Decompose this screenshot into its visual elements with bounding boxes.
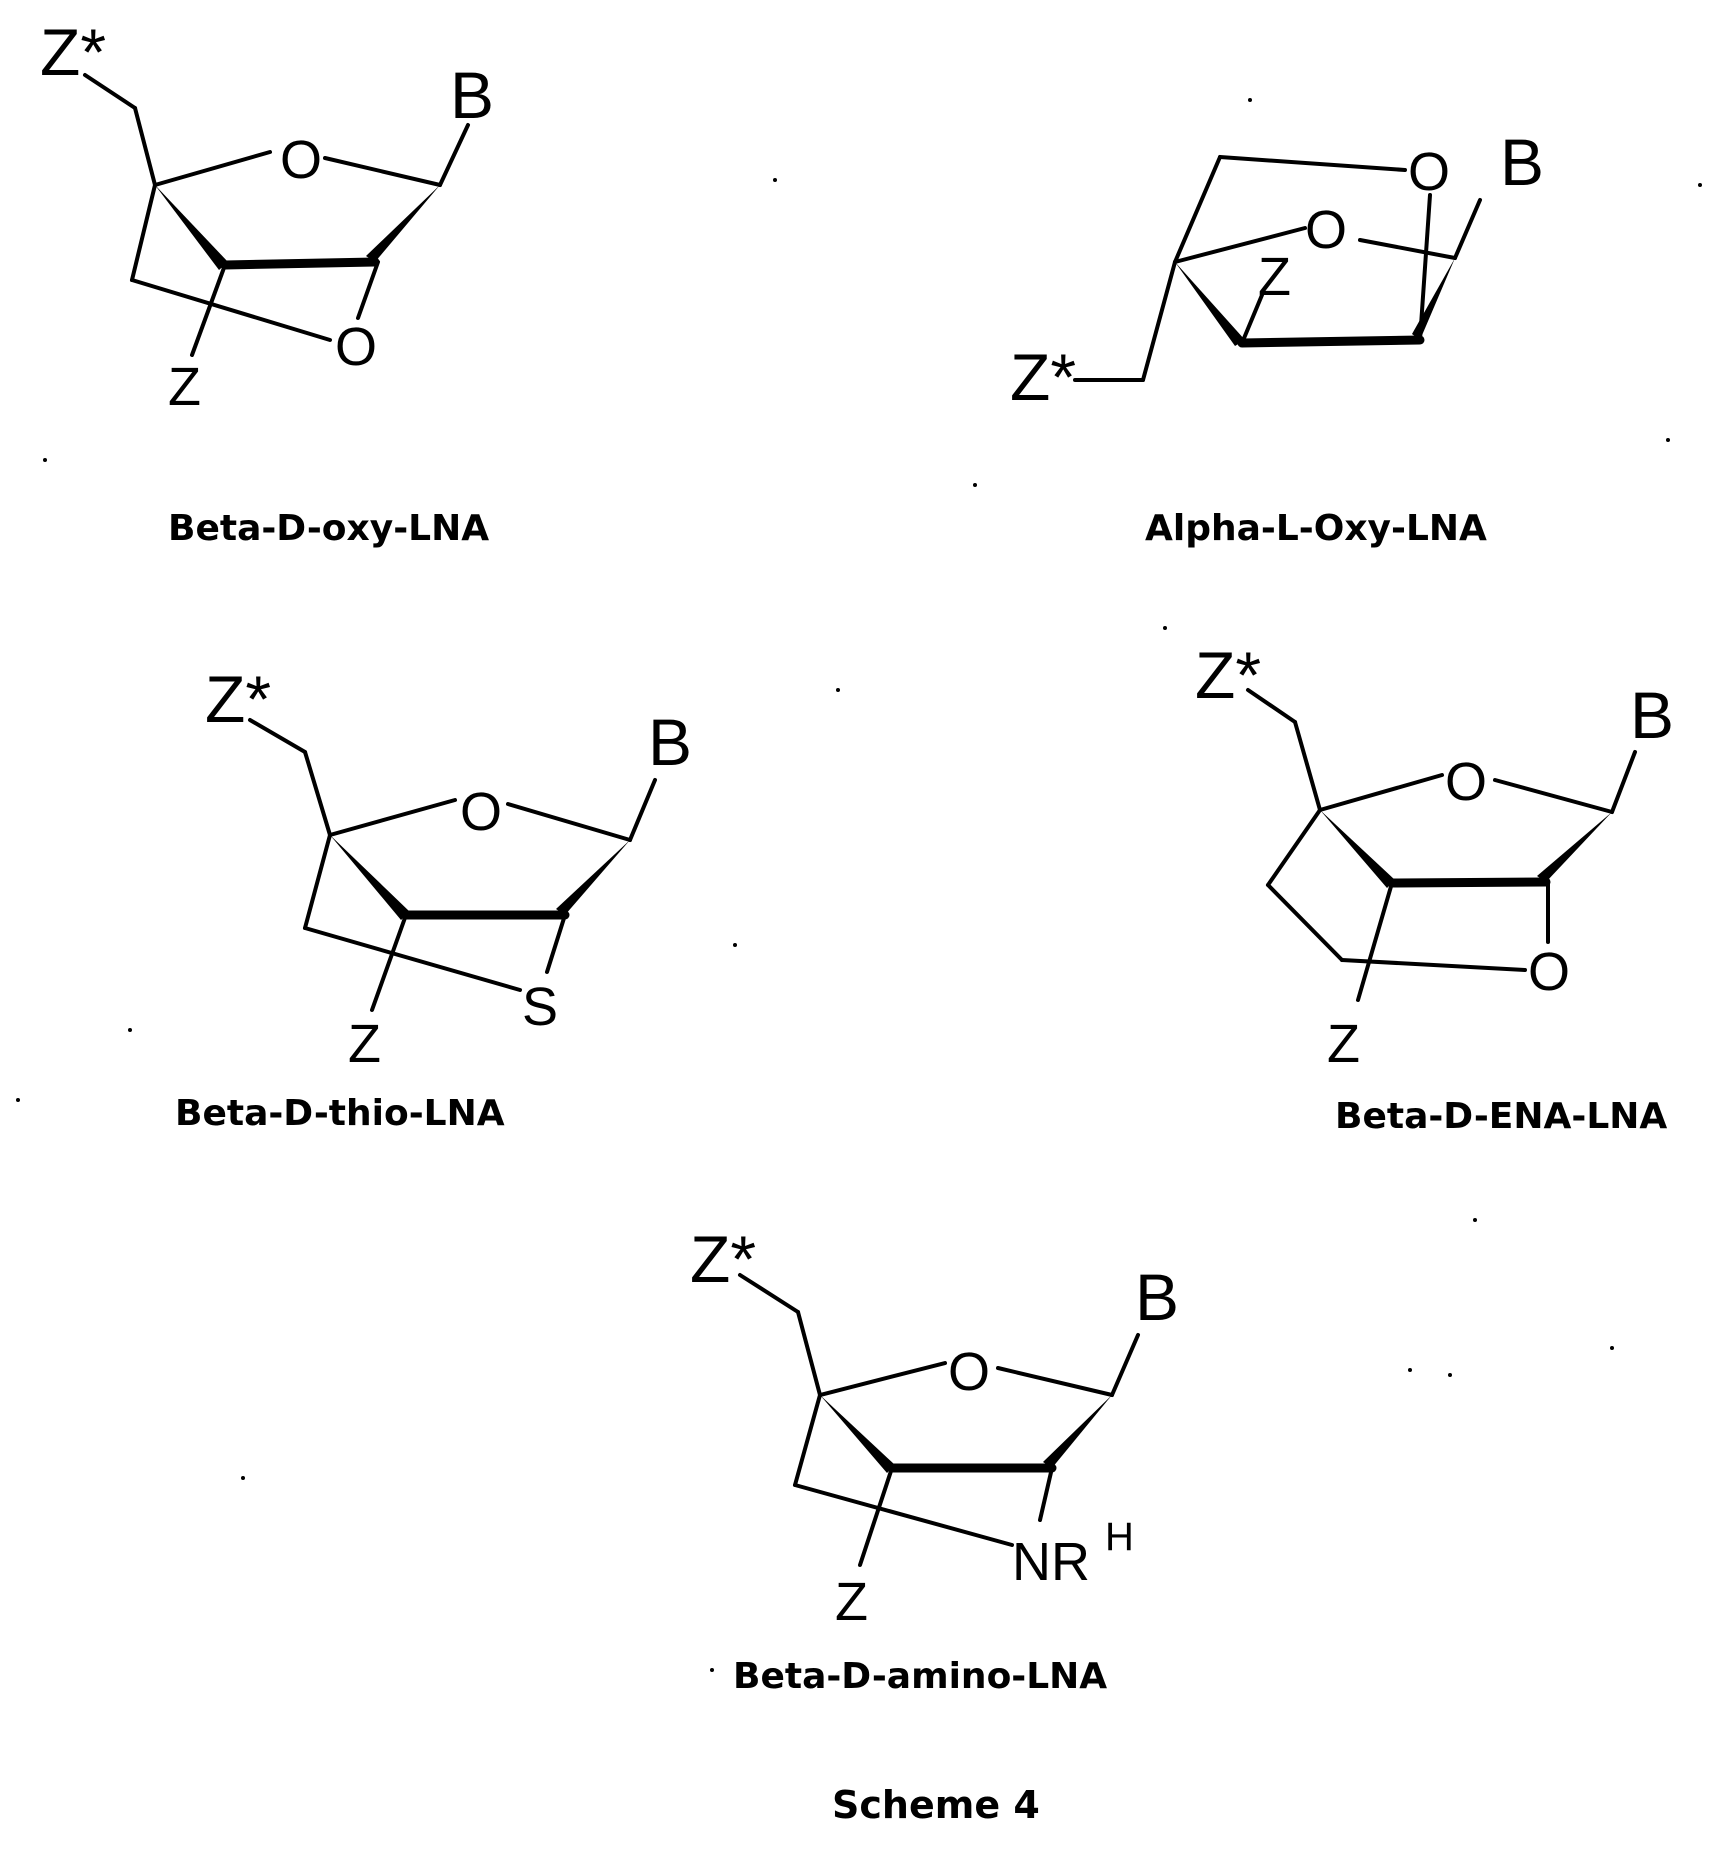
base-label: B — [1630, 678, 1674, 752]
base-label: B — [1135, 1260, 1179, 1334]
z-label: Z — [1258, 247, 1291, 307]
structure-beta-d-thio-lna: Z* B O S Z Beta-D-thio-LNA — [175, 662, 692, 1134]
structure-caption: Beta-D-thio-LNA — [175, 1093, 505, 1134]
ring-oxygen-label: O — [1445, 752, 1487, 812]
z-label: Z — [168, 357, 201, 417]
structure-beta-d-amino-lna: Z* B O NR H Z Beta-D-amino-LNA — [690, 1222, 1179, 1697]
structure-caption: Beta-D-ENA-LNA — [1335, 1096, 1667, 1137]
z-label: Z — [835, 1572, 868, 1632]
bridge-atom-label: NR — [1012, 1532, 1090, 1592]
base-label: B — [648, 705, 692, 779]
structure-caption: Alpha-L-Oxy-LNA — [1145, 508, 1487, 549]
bridge-atom-label: S — [522, 977, 558, 1037]
structure-beta-d-ena-lna: Z* B O O Z Beta-D-ENA-LNA — [1195, 638, 1674, 1137]
z-star-label: Z* — [1010, 340, 1076, 414]
ring-oxygen-label: O — [1408, 142, 1450, 202]
structure-caption: Beta-D-oxy-LNA — [168, 508, 489, 549]
bridge-superscript-label: H — [1105, 1515, 1134, 1559]
base-label: B — [450, 58, 494, 132]
bridge-atom-label: O — [1528, 942, 1570, 1002]
scheme-title: Scheme 4 — [832, 1783, 1040, 1827]
ring-oxygen-label: O — [948, 1342, 990, 1402]
z-star-label: Z* — [205, 662, 271, 736]
z-label: Z — [348, 1014, 381, 1074]
bridge-atom-label: O — [1305, 200, 1347, 260]
structure-beta-d-oxy-lna: Z* B O O Z Beta-D-oxy-LNA — [40, 15, 494, 549]
ring-oxygen-label: O — [280, 130, 322, 190]
bridge-atom-label: O — [335, 317, 377, 377]
z-star-label: Z* — [690, 1222, 756, 1296]
z-star-label: Z* — [1195, 638, 1261, 712]
z-label: Z — [1327, 1014, 1360, 1074]
structure-caption: Beta-D-amino-LNA — [733, 1656, 1107, 1697]
structure-alpha-l-oxy-lna: O B O Z Z* Alpha-L-Oxy-LNA — [1010, 125, 1544, 549]
ring-oxygen-label: O — [460, 782, 502, 842]
z-star-label: Z* — [40, 15, 106, 89]
base-label: B — [1500, 125, 1544, 199]
